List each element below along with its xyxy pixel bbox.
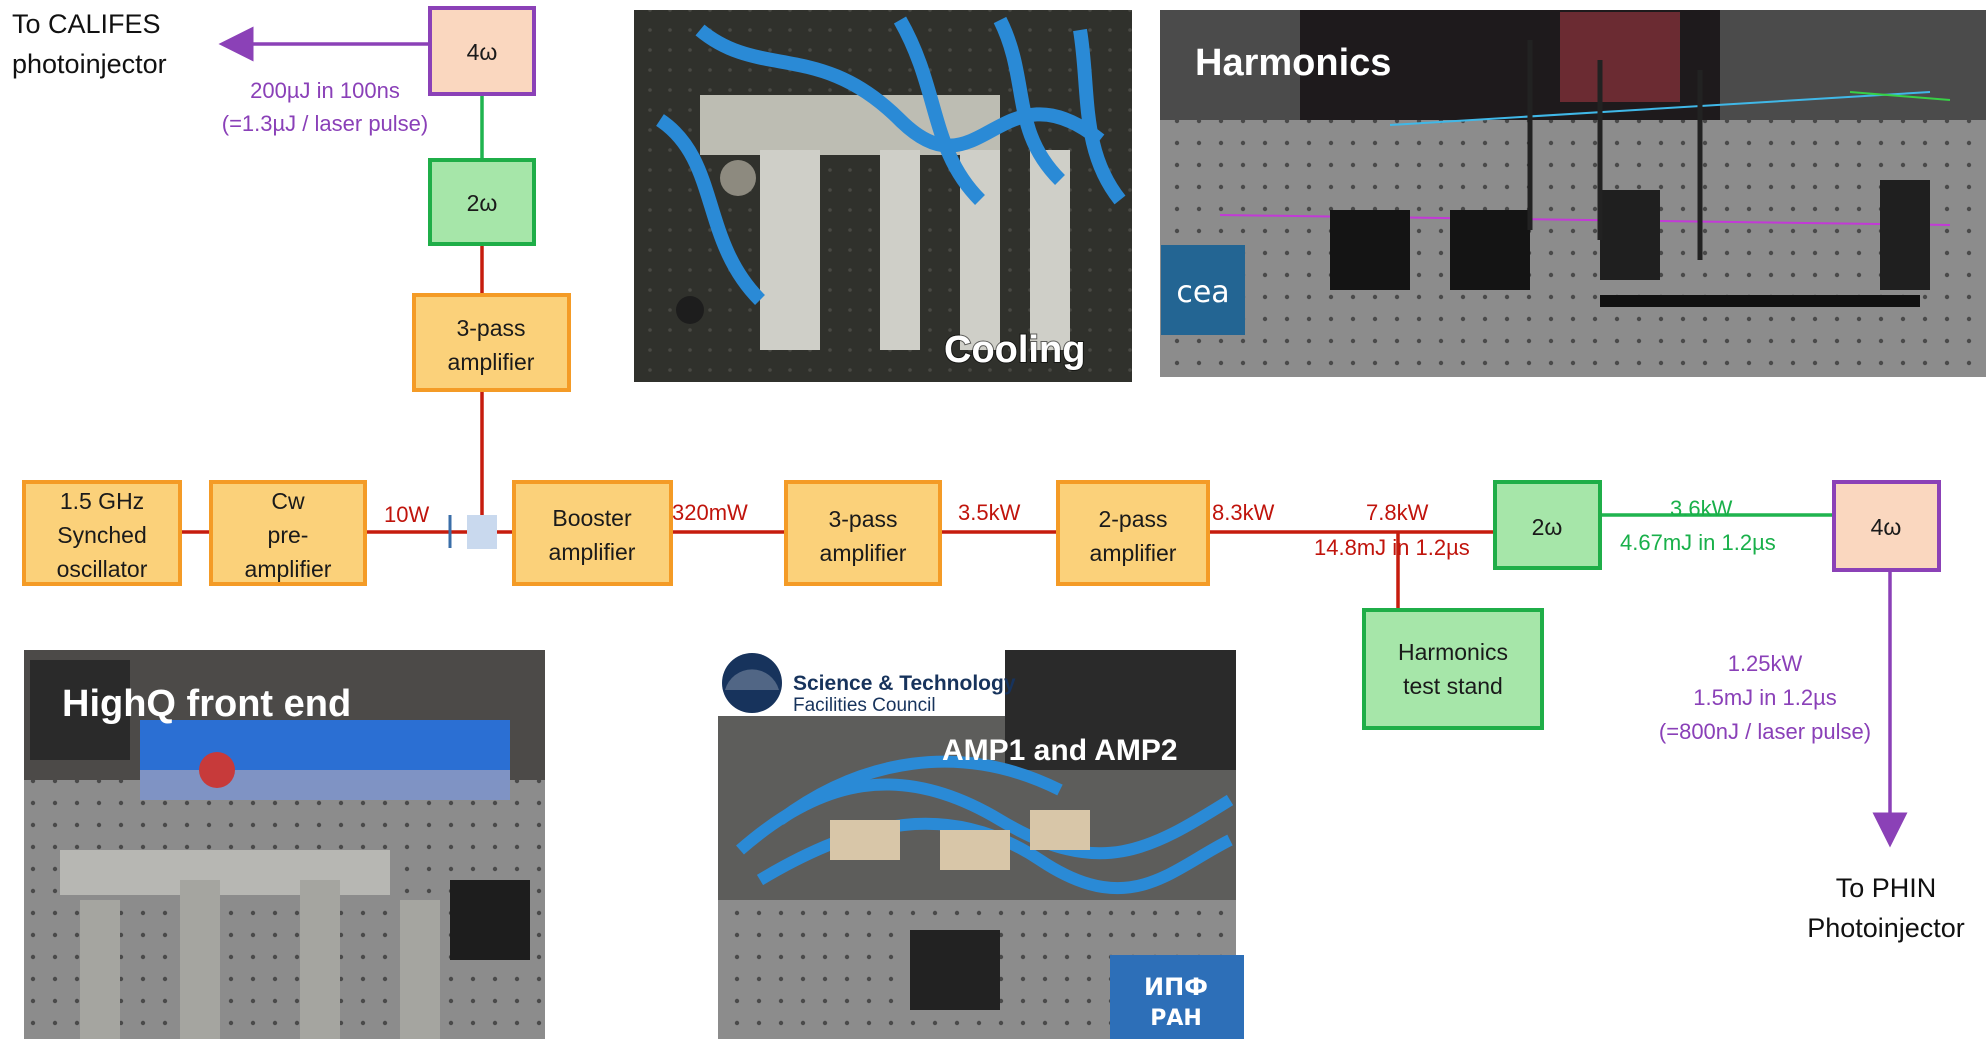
power-320mw-label: 320mW (672, 500, 748, 525)
energy-14-8mj-label: 14.8mJ in 1.2µs (1314, 535, 1470, 560)
four-omega-main-box: 4ω (1832, 480, 1941, 572)
to-califes-line2: photoinjector (12, 49, 167, 79)
svg-text:3-pass: 3-pass (456, 315, 525, 341)
svg-text:4ω: 4ω (467, 39, 498, 65)
svg-text:amplifier: amplifier (1090, 540, 1177, 566)
cw-preamplifier-box: Cw pre- amplifier (209, 480, 367, 586)
svg-text:4ω: 4ω (1871, 514, 1902, 540)
phin-power-line2: 1.5mJ in 1.2µs (1693, 685, 1837, 710)
oscillator-box: 1.5 GHz Synched oscillator (22, 480, 182, 586)
svg-text:2ω: 2ω (467, 190, 498, 216)
highq-photo: HighQ front end (24, 650, 545, 1039)
phin-power-line1: 1.25kW (1728, 651, 1803, 676)
power-8-3kw-label: 8.3kW (1212, 500, 1275, 525)
three-pass-amplifier-branch-box: 3-pass amplifier (412, 293, 571, 392)
cooling-label: Cooling (944, 329, 1085, 371)
cooling-photo: Cooling (634, 10, 1132, 382)
svg-text:2-pass: 2-pass (1098, 506, 1167, 532)
to-phin-line1: To PHIN (1836, 873, 1937, 903)
harmonics-label: Harmonics (1195, 42, 1391, 84)
two-omega-main-box: 2ω (1493, 480, 1602, 570)
svg-text:1.5 GHz: 1.5 GHz (60, 488, 144, 514)
phin-power-line3: (=800nJ / laser pulse) (1659, 719, 1871, 744)
califes-energy-line1: 200µJ in 100ns (250, 78, 400, 103)
svg-text:amplifier: amplifier (549, 539, 636, 565)
power-10w-label: 10W (384, 502, 429, 527)
svg-text:Synched: Synched (57, 522, 147, 548)
stfc-logo: Science & Technology Facilities Council (718, 650, 1016, 716)
two-omega-branch-box: 2ω (428, 158, 536, 246)
to-califes-line1: To CALIFES (12, 9, 161, 39)
svg-text:oscillator: oscillator (57, 556, 148, 582)
ipf-logo-line2: РАН (1150, 1006, 1202, 1031)
to-phin-line2: Photoinjector (1807, 913, 1965, 943)
svg-text:pre-: pre- (268, 522, 309, 548)
harmonics-photo: Harmonics (1160, 10, 1986, 377)
harmonics-test-stand-box: Harmonics test stand (1362, 608, 1544, 730)
four-omega-branch-box: 4ω (428, 6, 536, 96)
svg-text:amplifier: amplifier (820, 540, 907, 566)
stfc-logo-line2: Facilities Council (793, 695, 936, 716)
cea-logo-text: cea (1176, 275, 1229, 310)
amp-label: AMP1 and AMP2 (942, 734, 1178, 767)
svg-text:amplifier: amplifier (245, 556, 332, 582)
three-pass-amplifier-box: 3-pass amplifier (784, 480, 942, 586)
booster-amplifier-box: Booster amplifier (512, 480, 673, 586)
two-pass-amplifier-box: 2-pass amplifier (1056, 480, 1210, 586)
beam-lines (180, 26, 1908, 848)
svg-text:Harmonics: Harmonics (1398, 639, 1508, 665)
svg-text:amplifier: amplifier (448, 349, 535, 375)
svg-text:test stand: test stand (1403, 673, 1503, 699)
power-3-5kw-label: 3.5kW (958, 500, 1021, 525)
stfc-logo-line1: Science & Technology (793, 672, 1016, 695)
ipf-ran-logo: ИПФ РАН (1110, 955, 1244, 1039)
svg-text:2ω: 2ω (1532, 514, 1563, 540)
svg-text:Booster: Booster (552, 505, 632, 531)
power-3-6kw-label: 3.6kW (1670, 496, 1733, 521)
califes-energy-line2: (=1.3µJ / laser pulse) (222, 111, 429, 136)
svg-text:3-pass: 3-pass (828, 506, 897, 532)
energy-4-67mj-label: 4.67mJ in 1.2µs (1620, 530, 1776, 555)
svg-text:Cw: Cw (271, 488, 305, 514)
ipf-logo-line1: ИПФ (1144, 973, 1208, 1001)
power-7-8kw-label: 7.8kW (1366, 500, 1429, 525)
cea-logo: cea (1161, 245, 1245, 335)
highq-label: HighQ front end (62, 683, 351, 725)
